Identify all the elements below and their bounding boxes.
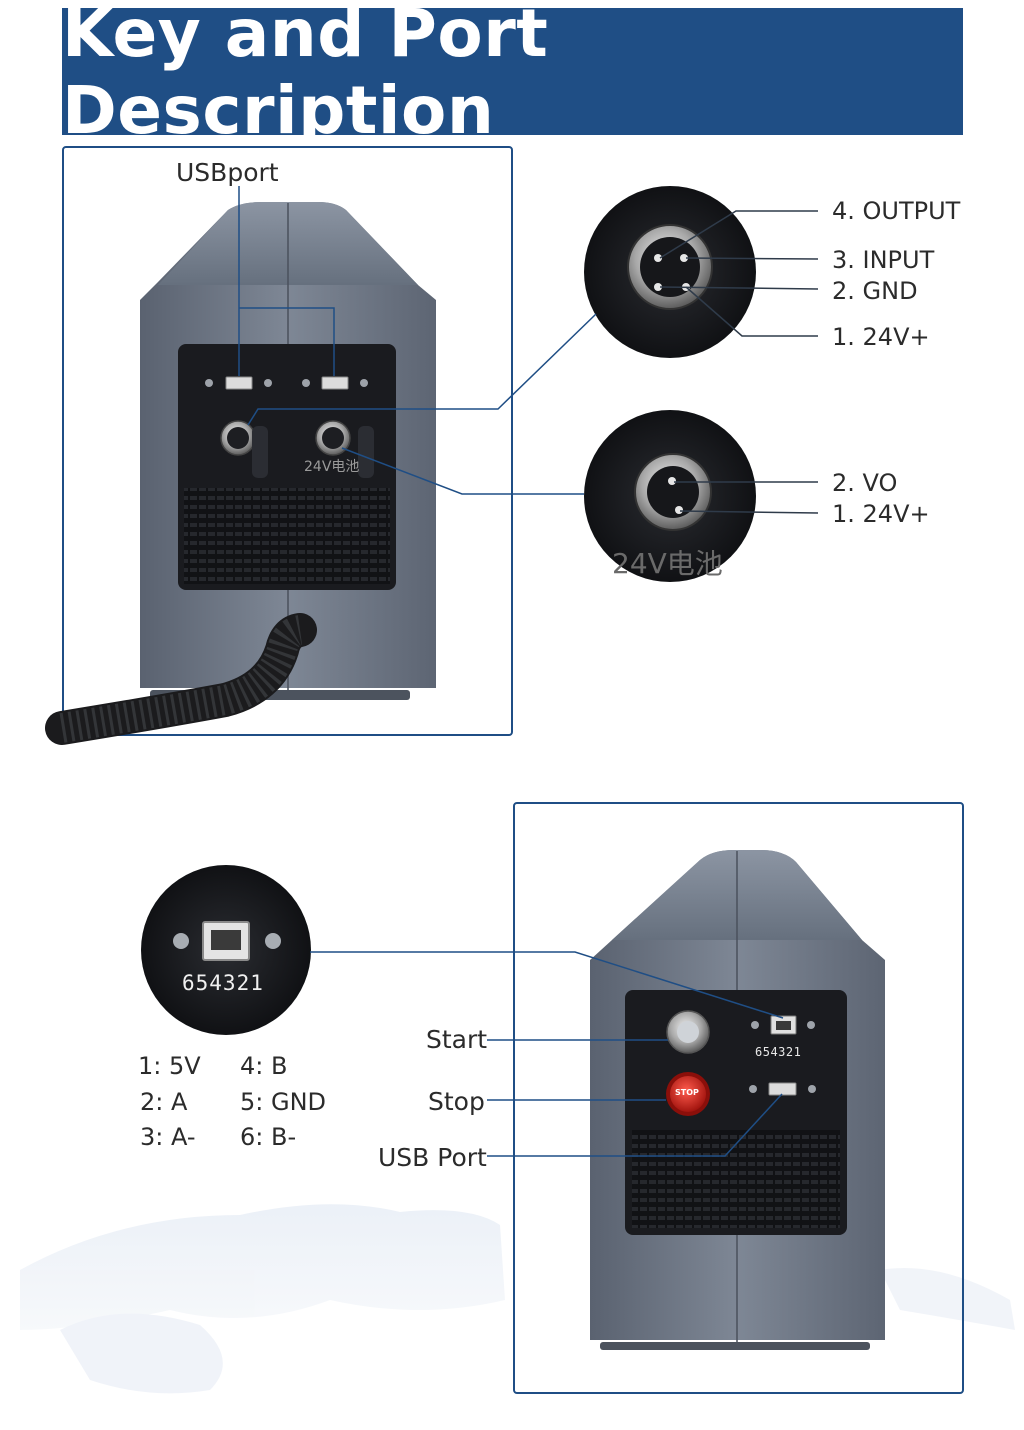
pinout-3: 3: A- [140,1123,196,1151]
pinout-6: 6: B- [240,1123,297,1151]
stop-callout: Stop [428,1087,485,1116]
usb-port-callout: USB Port [378,1143,487,1172]
page-title: Key and Port Description [62,0,549,149]
pin-1-24v-2pin: 1. 24V+ [832,500,930,528]
pinout-2: 2: A [140,1088,188,1116]
bottom-leader-lines [310,951,784,1157]
pinout-1: 1: 5V [138,1052,201,1080]
bottom-device-image [590,850,885,1350]
pin-1-24v: 1. 24V+ [832,323,930,351]
pin-4-output: 4. OUTPUT [832,197,961,225]
top-device-image [45,202,436,745]
pinout-5: 5: GND [240,1088,327,1116]
start-callout: Start [426,1025,488,1054]
title-banner: Key and Port Description [62,0,963,149]
usb-leader-lines [238,186,335,376]
silkscreen-24v-battery: 24V电池 [304,459,360,475]
top-photo-frame [62,146,513,736]
pin-3-input: 3. INPUT [832,246,935,274]
zoom-silkscreen-text: 24V电池 [612,550,723,578]
bottom-photo-frame [513,802,964,1394]
pin-2-vo: 2. VO [832,469,898,497]
connector-leader-lines [247,313,597,495]
pin-leader-lines [659,210,819,514]
usb-port-label: USBport [176,158,279,187]
pin-2-gnd: 2. GND [832,277,918,305]
stop-button-text: STOP [675,1088,699,1097]
world-map-backdrop [20,1204,1015,1394]
pinout-4: 4: B [240,1052,288,1080]
rj-pin-numbers: 654321 [182,971,264,995]
rj-pin-numbers-small: 654321 [755,1045,802,1059]
